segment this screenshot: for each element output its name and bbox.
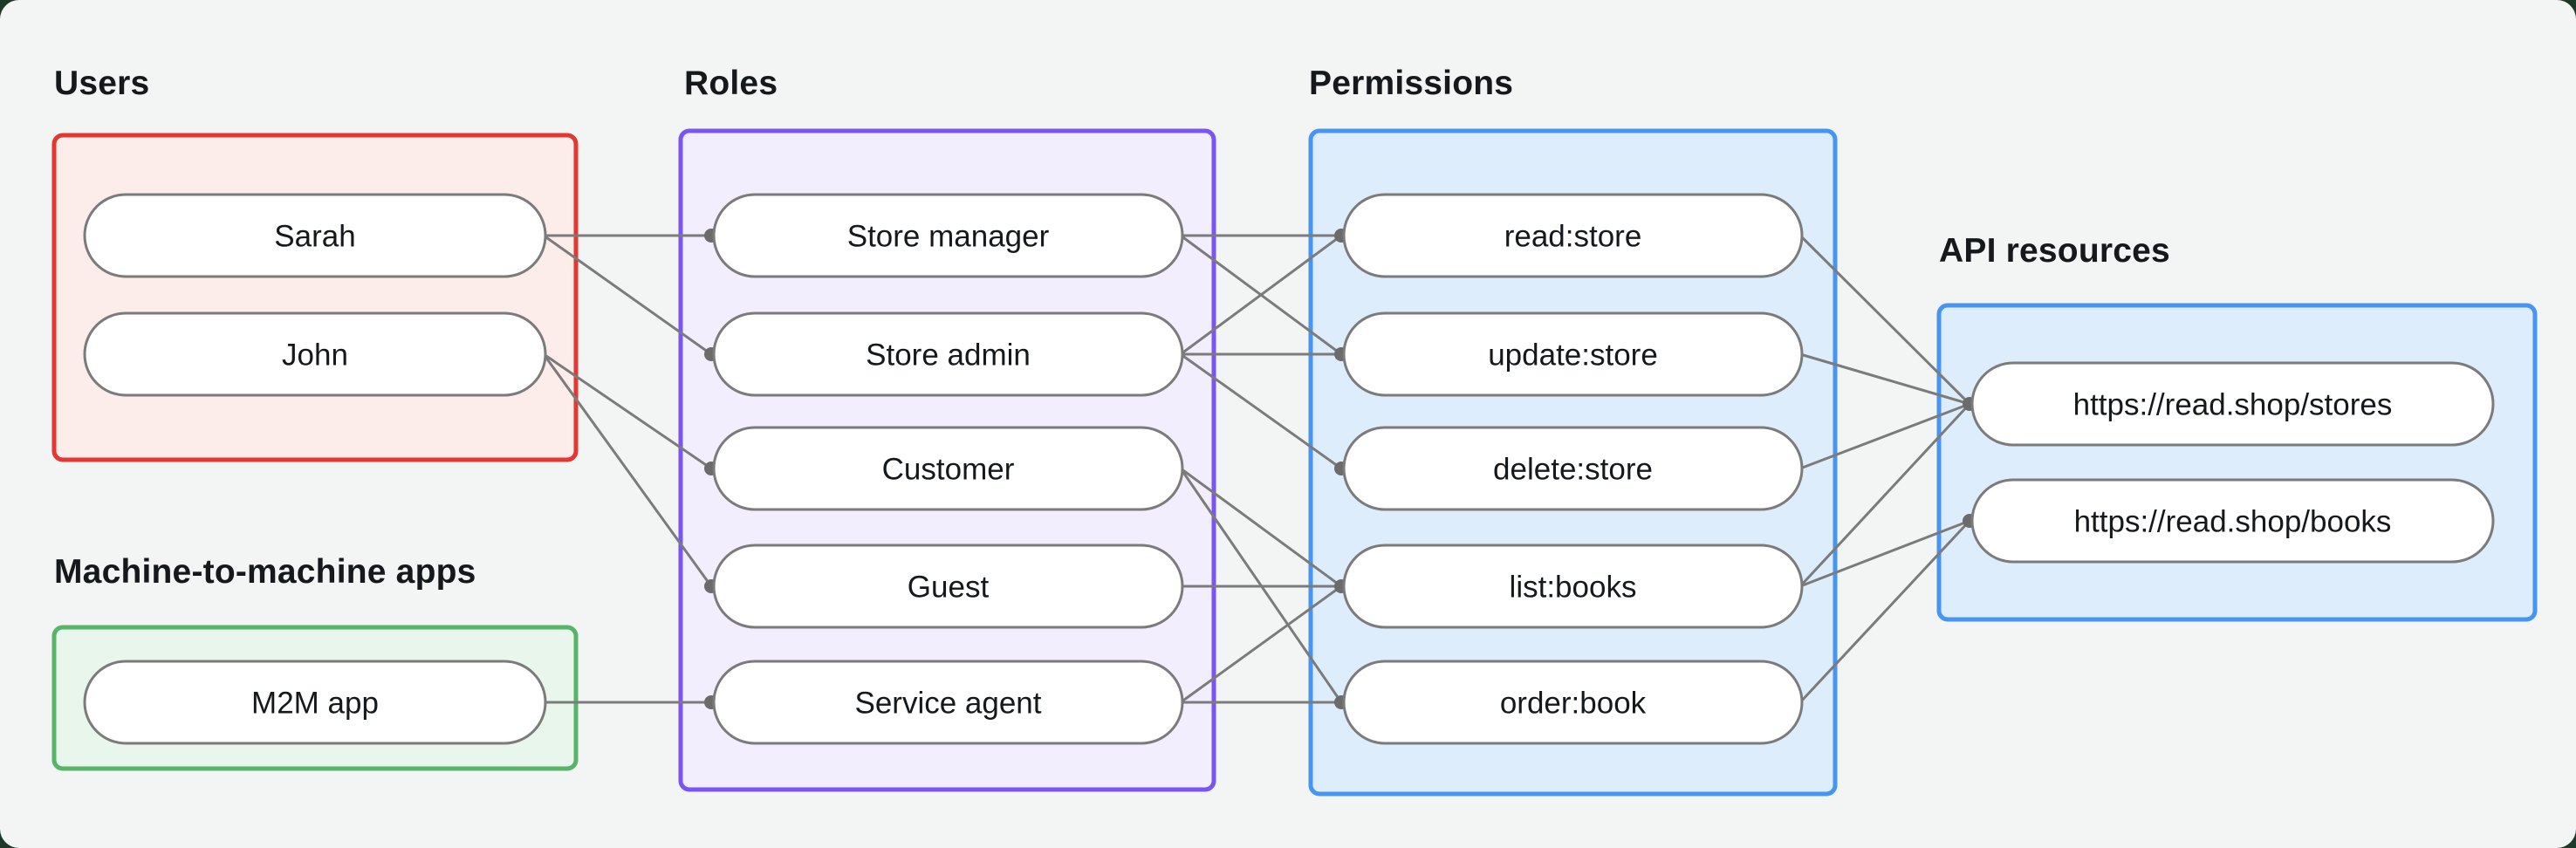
group-box-resources [1936,303,2538,622]
group-label-roles: Roles [684,65,778,102]
edge-order_book-to-api_books [1798,519,1971,704]
node-pill-api_stores [1970,361,2495,447]
node-pill-delete_store [1342,426,1804,511]
edge-list_books-to-api_stores [1798,402,1971,588]
node-label-john: John [282,338,348,372]
node-pill-read_store [1342,193,1804,278]
group-box-users [51,133,579,462]
node-pill-api_books [1970,478,2495,564]
node-label-api_stores: https://read.shop/stores [2073,387,2393,421]
node-label-delete_store: delete:store [1493,452,1653,486]
edge-service_agent-to-list_books [1180,585,1342,704]
node-pill-update_store [1342,311,1804,397]
node-pill-list_books [1342,544,1804,629]
group-label-resources: API resources [1939,232,2170,270]
edge-read_store-to-api_stores [1798,234,1971,406]
node-pill-customer [712,426,1184,511]
node-pill-m2m_app [83,660,547,745]
edge-delete_store-to-api_stores [1799,402,1970,470]
node-pill-store_manager [712,193,1184,278]
node-label-api_books: https://read.shop/books [2074,504,2392,538]
node-label-sarah: Sarah [274,219,355,253]
node-label-m2m_app: M2M app [251,686,379,720]
node-label-store_manager: Store manager [847,219,1050,253]
node-label-service_agent: Service agent [854,686,1041,720]
group-label-m2m: Machine-to-machine apps [54,553,476,591]
edge-john-to-customer [543,352,712,470]
node-pill-sarah [83,193,547,278]
node-pill-john [83,311,547,397]
node-label-list_books: list:books [1510,570,1637,604]
edge-update_store-to-api_stores [1799,352,1970,406]
node-label-order_book: order:book [1500,686,1647,720]
group-label-users: Users [54,65,149,102]
edge-sarah-to-store_admin [543,234,712,356]
edge-store_admin-to-delete_store [1180,352,1342,470]
edge-list_books-to-api_books [1799,519,1970,588]
edge-store_admin-to-read_store [1180,234,1342,356]
node-label-store_admin: Store admin [866,338,1031,372]
edge-customer-to-list_books [1180,467,1342,588]
node-pill-store_admin [712,311,1184,397]
node-pill-order_book [1342,660,1804,745]
node-label-read_store: read:store [1504,219,1642,253]
node-label-guest: Guest [908,570,990,604]
node-label-update_store: update:store [1488,338,1658,372]
node-pill-service_agent [712,660,1184,745]
group-label-perms: Permissions [1309,65,1513,102]
node-label-customer: Customer [882,452,1015,486]
edge-john-to-guest [542,353,713,587]
node-pill-guest [712,544,1184,629]
